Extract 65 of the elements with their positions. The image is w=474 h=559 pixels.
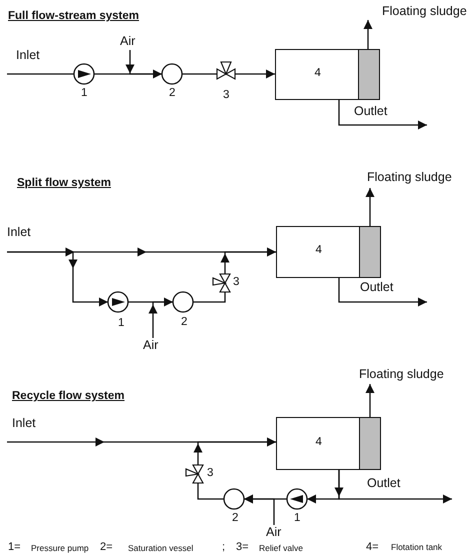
flow-arrow xyxy=(235,70,275,78)
callout-number: 3 xyxy=(223,89,230,101)
stream-label: Air xyxy=(143,338,165,354)
pump-symbol xyxy=(107,291,129,313)
flow-arrow xyxy=(244,494,275,525)
pipe-line xyxy=(182,73,217,75)
pump-symbol xyxy=(73,63,95,85)
flow-arrow xyxy=(129,50,162,78)
flow-arrow xyxy=(338,100,427,130)
stream-label: Floating sludge xyxy=(355,367,467,384)
flow-arrow xyxy=(307,470,340,504)
flow-arrow xyxy=(338,278,427,306)
callout-number: 1 xyxy=(81,87,88,99)
legend-key: 1= xyxy=(8,541,21,553)
equipment-number: 4 xyxy=(314,66,321,78)
callout-number: 2 xyxy=(181,316,188,328)
section-title: Split flow system xyxy=(17,177,111,189)
pipe-line xyxy=(7,73,74,75)
stream-label: Air xyxy=(266,525,288,541)
stream-label: Air xyxy=(120,34,142,50)
flow-arrow xyxy=(7,251,108,306)
callout-number: 2 xyxy=(169,87,176,99)
section-title: Recycle flow system xyxy=(12,390,125,402)
flow-arrow xyxy=(224,248,276,274)
flow-arrow xyxy=(197,438,276,465)
legend-text: Relief valve xyxy=(259,543,303,553)
legend-key: 2= xyxy=(100,541,113,553)
legend-key: 3= xyxy=(236,541,249,553)
legend-text: Pressure pump xyxy=(31,543,89,553)
legend-text: Saturation vessel xyxy=(128,543,194,553)
stream-label: Floating sludge xyxy=(362,170,472,188)
legend-key: ; xyxy=(222,541,226,553)
stream-label: Outlet xyxy=(362,476,452,499)
callout-number: 3 xyxy=(207,467,214,479)
equipment-number: 4 xyxy=(316,436,322,448)
vessel-symbol xyxy=(223,488,245,510)
flotation-tank xyxy=(276,226,381,278)
flow-arrow xyxy=(364,20,372,49)
flow-arrow xyxy=(366,384,374,417)
pipe-line xyxy=(197,483,224,500)
stream-label: Outlet xyxy=(345,104,427,125)
vessel-symbol xyxy=(161,63,183,85)
valve-symbol xyxy=(216,61,236,80)
legend-text: Flotation tank xyxy=(391,542,442,552)
section-title: Full flow-stream system xyxy=(8,10,140,22)
stream-label: Floating sludge xyxy=(360,4,472,20)
flow-arrow xyxy=(152,298,173,338)
equipment-number: 4 xyxy=(316,244,322,256)
flotation-tank xyxy=(276,417,381,470)
stream-label: Inlet xyxy=(7,416,52,442)
legend-key: 4= xyxy=(366,541,379,553)
vessel-symbol xyxy=(172,291,194,313)
stream-label: Inlet xyxy=(7,225,52,252)
stream-label: Inlet xyxy=(7,48,52,74)
pump-symbol xyxy=(286,488,308,510)
pipe-line xyxy=(193,292,226,303)
callout-number: 3 xyxy=(233,276,240,288)
callout-number: 1 xyxy=(294,512,300,524)
valve-symbol xyxy=(212,273,231,293)
callout-number: 1 xyxy=(118,317,124,329)
valve-symbol xyxy=(185,464,204,484)
flotation-tank xyxy=(275,49,380,100)
flow-arrow xyxy=(366,188,374,226)
callout-number: 2 xyxy=(232,512,238,524)
stream-label: Outlet xyxy=(355,280,427,302)
